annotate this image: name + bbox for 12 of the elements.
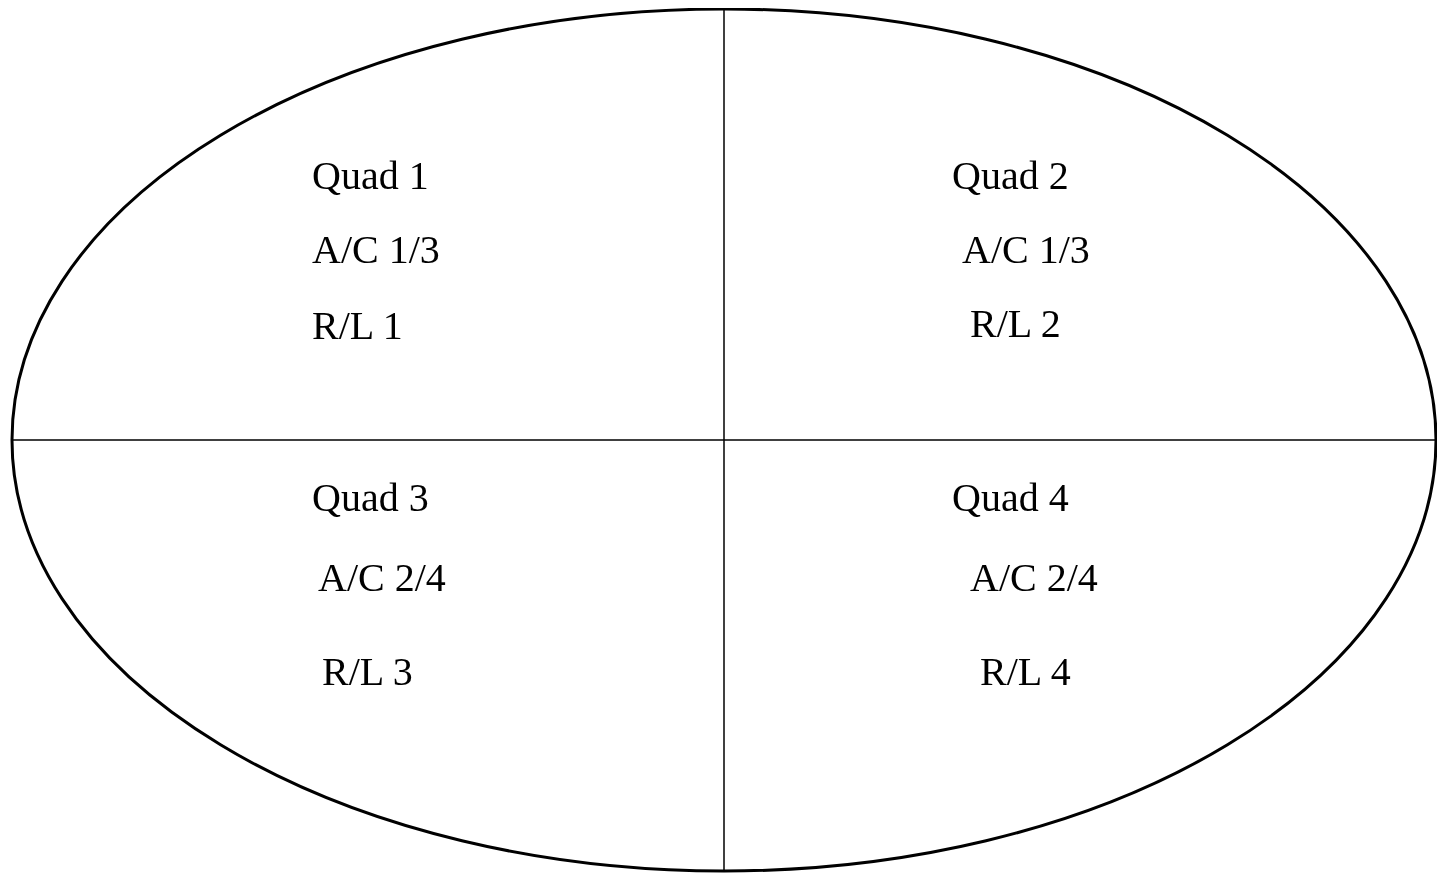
quadrant-label: A/C 2/4 bbox=[970, 556, 1098, 600]
quadrant-title: Quad 1 bbox=[312, 154, 429, 198]
quadrant-label: A/C 2/4 bbox=[318, 556, 446, 600]
quadrant-label: R/L 1 bbox=[312, 304, 403, 348]
quadrant-title: Quad 2 bbox=[952, 154, 1069, 198]
quadrant-title: Quad 4 bbox=[952, 476, 1069, 520]
quadrant-label: R/L 4 bbox=[980, 650, 1071, 694]
quadrant-label: R/L 3 bbox=[322, 650, 413, 694]
quadrant-label: R/L 2 bbox=[970, 302, 1061, 346]
quadrant-label: A/C 1/3 bbox=[312, 228, 440, 272]
quadrant-title: Quad 3 bbox=[312, 476, 429, 520]
quadrant-label: A/C 1/3 bbox=[962, 228, 1090, 272]
